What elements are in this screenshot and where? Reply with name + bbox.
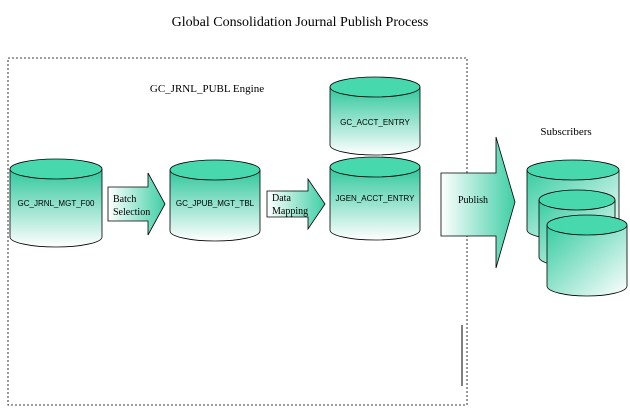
arrow-label-batch-line1: Batch xyxy=(113,194,136,205)
arrow-label-batch-line2: Selection xyxy=(113,207,150,218)
subscribers-label: Subscribers xyxy=(540,126,591,138)
subscriber-cylinder-3 xyxy=(546,214,628,297)
cylinder-label-gc-jrnl-mgt-f00: GC_JRNL_MGT_F00 xyxy=(18,199,95,208)
cylinder-label-jgen-acct-entry: JGEN_ACCT_ENTRY xyxy=(336,194,416,203)
cylinder-jgen-acct-entry: JGEN_ACCT_ENTRY xyxy=(329,156,421,241)
cylinder-label-gc-jpub-mgt-tbl: GC_JPUB_MGT_TBL xyxy=(176,199,255,208)
cylinder-label-gc-acct-entry: GC_ACCT_ENTRY xyxy=(340,118,410,127)
diagram-title: Global Consolidation Journal Publish Pro… xyxy=(172,15,429,30)
arrow-label-mapping-line1: Data xyxy=(272,193,291,204)
arrow-label-publish: Publish xyxy=(458,195,488,206)
cylinder-gc-acct-entry: GC_ACCT_ENTRY xyxy=(329,76,421,156)
engine-label: GC_JRNL_PUBL Engine xyxy=(150,83,264,95)
cylinder-gc-jrnl-mgt-f00: GC_JRNL_MGT_F00 xyxy=(9,158,103,248)
arrow-label-mapping-line2: Mapping xyxy=(272,206,308,217)
arrow-publish: Publish xyxy=(440,136,516,269)
cylinder-gc-jpub-mgt-tbl: GC_JPUB_MGT_TBL xyxy=(169,159,261,242)
arrow-data-mapping: Data Mapping xyxy=(266,177,326,231)
arrow-batch-selection: Batch Selection xyxy=(107,172,166,236)
